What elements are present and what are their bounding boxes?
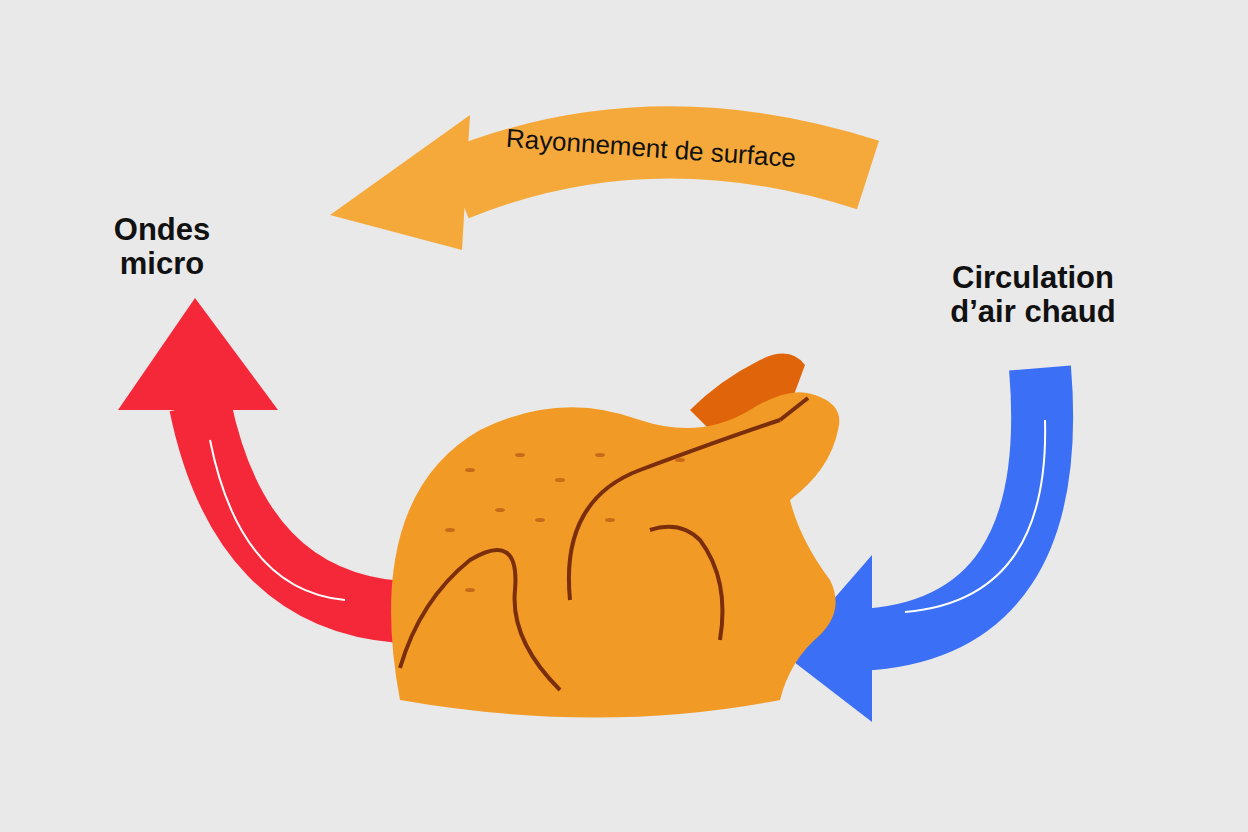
microwave-arrow-head	[118, 298, 278, 410]
method-label: Circulation d’air chaud	[926, 261, 1141, 329]
microwave-arrow-stroke	[210, 440, 345, 600]
hot-air-arrow-stroke	[905, 420, 1045, 612]
microwave-arrow-band	[200, 405, 400, 612]
method-label: Ondes micro	[92, 213, 232, 281]
radiation-arrow-head	[330, 115, 470, 250]
chicken-illustration	[391, 354, 839, 718]
hot-air-arrow-band	[860, 368, 1042, 640]
